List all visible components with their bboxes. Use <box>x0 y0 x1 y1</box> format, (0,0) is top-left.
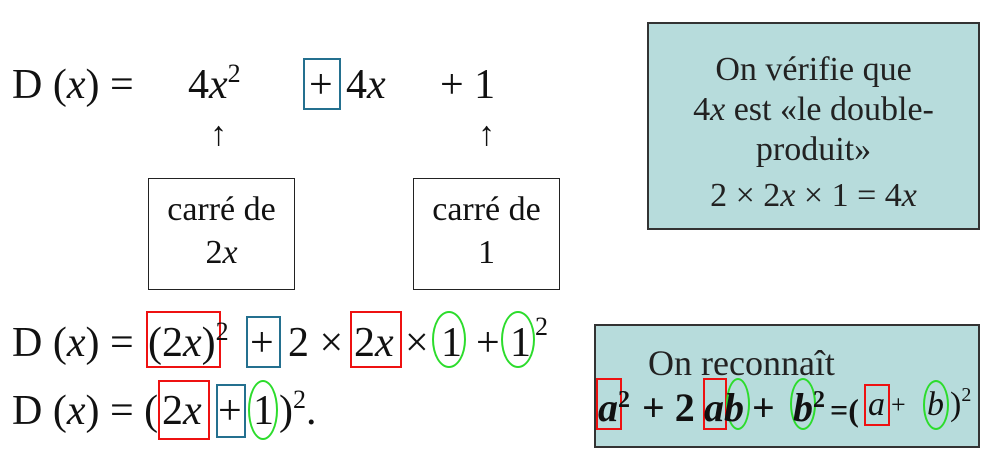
close-paren: )2 <box>950 384 972 423</box>
b-var: b <box>927 386 944 423</box>
x-var: x <box>66 62 86 108</box>
note-line: produit» <box>755 131 872 169</box>
plus-highlight-box <box>246 316 281 368</box>
equals: ) = <box>85 62 134 108</box>
plus-sign: + <box>476 320 500 366</box>
term-2x: 2x <box>354 320 394 366</box>
arrow-up-icon: ↑ <box>478 116 495 153</box>
one: 1 <box>441 320 462 366</box>
term-2x: 2x <box>162 388 202 434</box>
label-value: 1 <box>478 233 495 271</box>
label-text: carré de <box>167 191 276 228</box>
plus-sign: + <box>752 385 775 430</box>
plus-highlight-box <box>303 58 341 110</box>
d-func-label: D ( <box>12 62 67 108</box>
plus-sign: + <box>309 62 333 108</box>
line1-lhs: D (x) = <box>12 64 134 106</box>
line3-lhs: D (x) = ( <box>12 388 159 434</box>
one: 1 <box>510 320 531 366</box>
double-product-note-box: On vérifie que 4x est «le double- produi… <box>647 22 980 230</box>
times-sign: × <box>405 320 429 366</box>
one: 1 <box>253 388 274 434</box>
note-line: 4x est «le double- <box>693 91 934 129</box>
a-highlight-box <box>864 384 890 426</box>
note-formula: 2 × 2x × 1 = 4x <box>710 177 917 215</box>
2x-highlight-box <box>158 380 210 440</box>
label-square-of-1: carré de 1 <box>413 178 560 290</box>
coef: 4 <box>188 62 209 108</box>
equals-open: =( <box>830 392 859 428</box>
term-4x: 4x <box>346 64 386 106</box>
a-var: a <box>868 386 885 423</box>
plus-sign: + <box>891 390 906 419</box>
ab-term: ab <box>704 385 744 430</box>
line2-lhs: D (x) = <box>12 320 134 366</box>
a-highlight-box <box>596 378 622 430</box>
x-var: x <box>367 62 386 108</box>
a-squared: a2 <box>598 385 630 430</box>
2x-highlight-box <box>350 311 402 368</box>
paren-2x: (2x)2 <box>148 317 229 366</box>
label-value: 2x <box>205 233 238 271</box>
one-highlight-ellipse <box>248 380 278 440</box>
label-text: carré de <box>432 191 541 228</box>
arrow-up-icon: ↑ <box>210 116 227 153</box>
plus-sign: + <box>250 320 274 366</box>
close-paren: )2. <box>279 385 317 434</box>
reco-title: On reconnaît <box>648 343 835 383</box>
plus-2: + 2 <box>642 385 695 430</box>
coef: 4 <box>346 62 367 108</box>
exponent: 2 <box>227 59 241 88</box>
b-squared: b2 <box>793 385 825 430</box>
one-highlight-ellipse <box>501 311 535 368</box>
plus-highlight-box <box>216 384 246 438</box>
b-highlight-ellipse <box>726 378 750 430</box>
term-4x2: 4x2 <box>188 61 241 108</box>
x-var: x <box>209 62 228 108</box>
b-highlight-ellipse <box>790 378 816 430</box>
two-times: 2 × <box>288 320 344 366</box>
note-line: On vérifie que <box>715 51 912 88</box>
exponent: 2 <box>535 312 548 341</box>
label-square-of-2x: carré de 2x <box>148 178 295 290</box>
b-highlight-ellipse <box>923 380 949 430</box>
one-highlight-ellipse <box>432 311 466 368</box>
2x-highlight-box <box>146 311 221 368</box>
plus-sign: + <box>218 388 242 434</box>
term-plus-1: + 1 <box>440 62 496 108</box>
identity-recognition-box <box>594 324 980 448</box>
